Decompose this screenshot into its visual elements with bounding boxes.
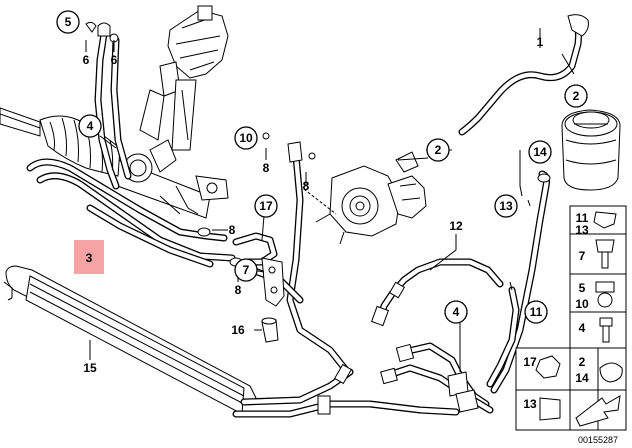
legend-10-text[interactable]: 10 [575, 297, 589, 311]
diagram-number: 00155287 [578, 435, 618, 445]
legend-2-text[interactable]: 2 [579, 355, 586, 369]
callout-2-lower[interactable] [426, 138, 450, 162]
fitting-icon [595, 239, 615, 253]
hose-clamp-icon [599, 362, 623, 383]
callout-4-rack[interactable] [78, 114, 102, 138]
fluid-reservoir [561, 109, 621, 191]
callout-3-text[interactable]: 3 [86, 251, 93, 265]
clip-icon [593, 211, 617, 229]
callout-2-upper[interactable] [564, 84, 588, 108]
callout-14[interactable] [528, 140, 552, 164]
callout-13[interactable] [494, 194, 518, 218]
callout-17[interactable] [254, 194, 278, 218]
callout-14-text: 14 [533, 145, 547, 159]
callout-4-rack-text: 4 [87, 119, 94, 133]
callout-13-text: 13 [499, 199, 513, 213]
callout-7-text: 7 [243, 263, 250, 277]
callout-2-upper-text: 2 [573, 89, 580, 103]
callout-4-lower[interactable] [444, 300, 468, 324]
callout-5[interactable] [56, 10, 80, 34]
legend-7-text[interactable]: 7 [579, 249, 586, 263]
callout-10-text: 10 [239, 131, 253, 145]
callout-3-highlight [74, 240, 104, 274]
banjo-bolt-icon [595, 281, 615, 293]
callout-17-text: 17 [259, 199, 273, 213]
callout-4-lower-text: 4 [453, 305, 460, 319]
steering-valve-housing [139, 5, 229, 215]
legend-4-text[interactable]: 4 [579, 321, 586, 335]
callout-5-text: 5 [65, 15, 72, 29]
legend-13b-text[interactable]: 13 [523, 397, 537, 411]
legend-13-text[interactable]: 13 [575, 223, 589, 237]
callout-6-right-text: 6 [111, 53, 118, 67]
legend-5-text[interactable]: 5 [579, 281, 586, 295]
callout-12-text[interactable]: 12 [449, 219, 463, 233]
callout-8-upper-text: 8 [263, 161, 270, 175]
callout-8-mid-text[interactable]: 8 [229, 223, 236, 237]
oil-cooler [3, 265, 460, 418]
callout-15-text[interactable]: 15 [83, 361, 97, 375]
callout-11[interactable] [524, 300, 548, 324]
legend-11-text[interactable]: 11 [576, 211, 589, 225]
callout-8-lower-text[interactable]: 8 [235, 283, 242, 297]
callout-6-left-text: 6 [83, 53, 90, 67]
callout-1-text[interactable]: 1 [537, 35, 544, 49]
callout-7[interactable] [234, 258, 258, 282]
nut-icon [535, 355, 561, 379]
callout-16-text[interactable]: 16 [231, 323, 245, 337]
arrow-icon [575, 395, 621, 427]
bolt-icon [599, 317, 613, 327]
power-steering-pump [299, 151, 427, 245]
legend-grid [515, 205, 627, 431]
clamp-icon [539, 397, 561, 421]
callout-2-lower-text: 2 [435, 143, 442, 157]
legend-17-text[interactable]: 17 [523, 355, 537, 369]
callout-10[interactable] [234, 126, 258, 150]
callout-8-right-text: 8 [303, 179, 310, 193]
legend-14-text[interactable]: 14 [575, 371, 589, 385]
callout-11-text: 11 [530, 305, 543, 319]
